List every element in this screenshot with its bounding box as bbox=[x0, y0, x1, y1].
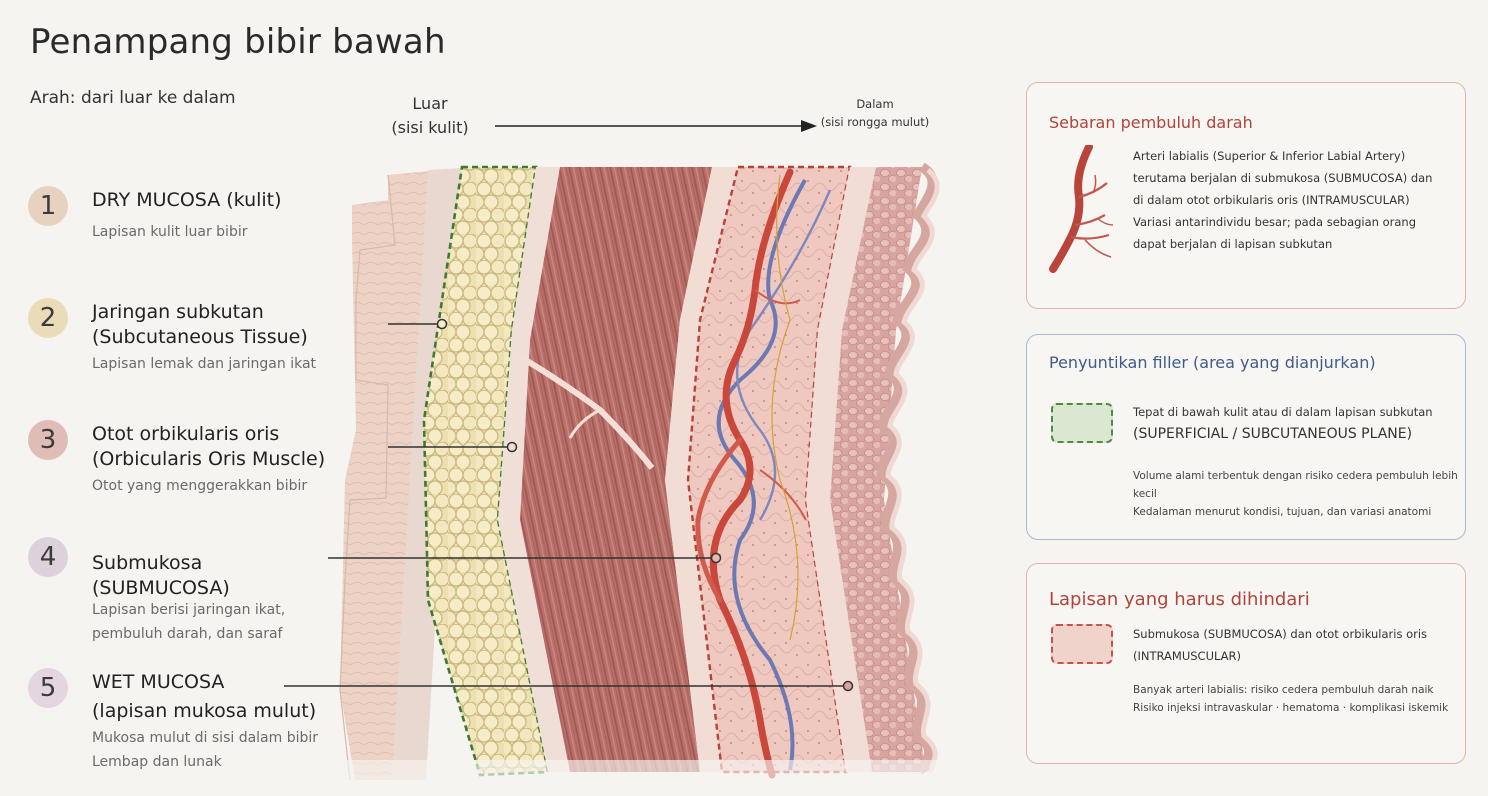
filler-injection-card: Penyuntikan filler (area yang dianjurkan… bbox=[1026, 334, 1466, 540]
outer-side-label: Luar (sisi kulit) bbox=[372, 92, 488, 140]
card-line4: Variasi antarindividu besar; pada sebagi… bbox=[1133, 215, 1416, 229]
layer-name: Jaringan subkutan (Subcutaneous Tissue) bbox=[92, 300, 308, 350]
artery-icon bbox=[1049, 145, 1114, 273]
recommended-zone-swatch bbox=[1051, 403, 1113, 443]
card-note2: Risiko injeksi intravaskular · hematoma … bbox=[1133, 702, 1449, 714]
layer-name-line1: DRY MUCOSA (kulit) bbox=[92, 189, 282, 211]
submucosa-edge bbox=[665, 167, 738, 772]
card-notes: Banyak arteri labialis: risiko cedera pe… bbox=[1133, 681, 1448, 717]
card-line1: Arteri labialis (Superior & Inferior Lab… bbox=[1133, 149, 1406, 163]
layer-name: Otot orbikularis oris (Orbicularis Oris … bbox=[92, 422, 325, 472]
layer-name: DRY MUCOSA (kulit) bbox=[92, 188, 282, 213]
layer-desc-line1: Lapisan berisi jaringan ikat, bbox=[92, 602, 286, 618]
wet-mucosa-transition bbox=[806, 167, 876, 772]
layer-description: Mukosa mulut di sisi dalam bibir Lembap … bbox=[92, 726, 318, 774]
layer-name-line2: (lapisan mukosa mulut) bbox=[92, 700, 317, 722]
subcutaneous-fat-layer bbox=[424, 167, 548, 775]
layer-name: WET MUCOSA (lapisan mukosa mulut) bbox=[92, 670, 316, 724]
layer-item-wet-mucosa: 5 WET MUCOSA (lapisan mukosa mulut) Muko… bbox=[28, 668, 358, 778]
card-title: Penyuntikan filler (area yang dianjurkan… bbox=[1049, 353, 1376, 372]
labial-artery-branch bbox=[695, 437, 743, 603]
card-body: Tepat di bawah kulit atau di dalam lapis… bbox=[1133, 401, 1433, 445]
outer-label-line2: (sisi kulit) bbox=[391, 118, 469, 137]
card-notes: Volume alami terbentuk dengan risiko ced… bbox=[1133, 467, 1465, 521]
leader-dot-2 bbox=[436, 318, 448, 330]
card-line2: terutama berjalan di submukosa (SUBMUCOS… bbox=[1133, 171, 1433, 185]
layer-name-line1: Otot orbikularis oris bbox=[92, 423, 280, 445]
nerve-fiber-2 bbox=[568, 408, 601, 439]
fascia-band bbox=[498, 167, 570, 772]
layer-desc-line2: pembuluh darah, dan saraf bbox=[92, 626, 283, 642]
layer-name-line2: (Orbicularis Oris Muscle) bbox=[92, 448, 326, 470]
layer-desc-line1: Otot yang menggerakkan bibir bbox=[92, 478, 308, 494]
card-line2: (SUPERFICIAL / SUBCUTANEOUS PLANE) bbox=[1133, 426, 1413, 442]
arteriole-2 bbox=[759, 469, 807, 521]
inner-side-label: Dalam (sisi rongga mulut) bbox=[812, 95, 938, 131]
layer-desc-line1: Mukosa mulut di sisi dalam bibir bbox=[92, 730, 319, 746]
layer-number-badge: 3 bbox=[28, 420, 68, 460]
leader-dot-5 bbox=[842, 680, 854, 692]
layer-description: Lapisan kulit luar bibir bbox=[92, 220, 247, 244]
card-note2: Kedalaman menurut kondisi, tujuan, dan v… bbox=[1133, 506, 1432, 518]
layer-desc-line2: Lembap dan lunak bbox=[92, 754, 222, 770]
layer-number-badge: 1 bbox=[28, 186, 68, 226]
layer-desc-line1: Lapisan lemak dan jaringan ikat bbox=[92, 356, 317, 372]
direction-arrow-icon bbox=[495, 120, 817, 132]
skin-surface bbox=[339, 174, 396, 781]
layer-name-line2: (SUBMUCOSA) bbox=[92, 577, 230, 599]
inner-label-line1: Dalam bbox=[856, 97, 894, 111]
layer-item-subcutaneous: 2 Jaringan subkutan (Subcutaneous Tissue… bbox=[28, 298, 358, 378]
layer-item-orbicularis: 3 Otot orbikularis oris (Orbicularis Ori… bbox=[28, 420, 358, 500]
nerve-thread bbox=[771, 174, 799, 641]
mucosa-surface-highlight bbox=[885, 168, 940, 774]
page-title: Penampang bibir bawah bbox=[30, 22, 446, 62]
avoid-layer-card: Lapisan yang harus dihindari Submukosa (… bbox=[1026, 563, 1466, 764]
outer-label-line1: Luar bbox=[412, 94, 448, 113]
card-line1: Tepat di bawah kulit atau di dalam lapis… bbox=[1133, 405, 1433, 419]
labial-vein-2 bbox=[735, 189, 832, 521]
inner-label-line2: (sisi rongga mulut) bbox=[820, 115, 930, 129]
layer-number-badge: 2 bbox=[28, 298, 68, 338]
card-line5: dapat berjalan di lapisan subkutan bbox=[1133, 237, 1333, 251]
direction-subtitle: Arah: dari luar ke dalam bbox=[30, 88, 236, 108]
card-note1: Volume alami terbentuk dengan risiko ced… bbox=[1133, 470, 1458, 500]
card-title: Lapisan yang harus dihindari bbox=[1049, 589, 1310, 610]
blood-vessel-card: Sebaran pembuluh darah Arteri labialis (… bbox=[1026, 82, 1466, 309]
layer-description: Otot yang menggerakkan bibir bbox=[92, 474, 307, 498]
layer-desc-line1: Lapisan kulit luar bibir bbox=[92, 224, 248, 240]
mucosa-surface bbox=[876, 162, 938, 775]
card-body: Arteri labialis (Superior & Inferior Lab… bbox=[1133, 145, 1432, 255]
card-title: Sebaran pembuluh darah bbox=[1049, 113, 1253, 132]
layer-name-line1: Submukosa bbox=[92, 552, 203, 574]
layer-number-badge: 4 bbox=[28, 537, 68, 577]
card-body: Submukosa (SUBMUCOSA) dan otot orbikular… bbox=[1133, 623, 1427, 667]
layer-item-dry-mucosa: 1 DRY MUCOSA (kulit) Lapisan kulit luar … bbox=[28, 186, 358, 246]
layer-item-submucosa: 4 Submukosa (SUBMUCOSA) Lapisan berisi j… bbox=[28, 537, 358, 647]
layer-name-line1: WET MUCOSA bbox=[92, 671, 225, 693]
bottom-fade bbox=[330, 760, 970, 796]
leader-dot-3 bbox=[506, 441, 518, 453]
layer-description: Lapisan lemak dan jaringan ikat bbox=[92, 352, 316, 376]
avoid-zone-swatch bbox=[1051, 624, 1113, 664]
card-note1: Banyak arteri labialis: risiko cedera pe… bbox=[1133, 684, 1434, 696]
leader-dot-4 bbox=[710, 552, 722, 564]
arteriole-1 bbox=[754, 289, 801, 305]
layer-name: Submukosa (SUBMUCOSA) bbox=[92, 551, 230, 601]
layer-description: Lapisan berisi jaringan ikat, pembuluh d… bbox=[92, 598, 285, 646]
orbicularis-muscle-layer bbox=[520, 167, 712, 772]
card-line3: di dalam otot orbikularis oris (INTRAMUS… bbox=[1133, 193, 1410, 207]
card-line2: (INTRAMUSCULAR) bbox=[1133, 649, 1241, 663]
layer-number-badge: 5 bbox=[28, 668, 68, 708]
layer-name-line1: Jaringan subkutan bbox=[92, 301, 264, 323]
card-line1: Submukosa (SUBMUCOSA) dan otot orbikular… bbox=[1133, 627, 1428, 641]
layer-name-line2: (Subcutaneous Tissue) bbox=[92, 326, 308, 348]
